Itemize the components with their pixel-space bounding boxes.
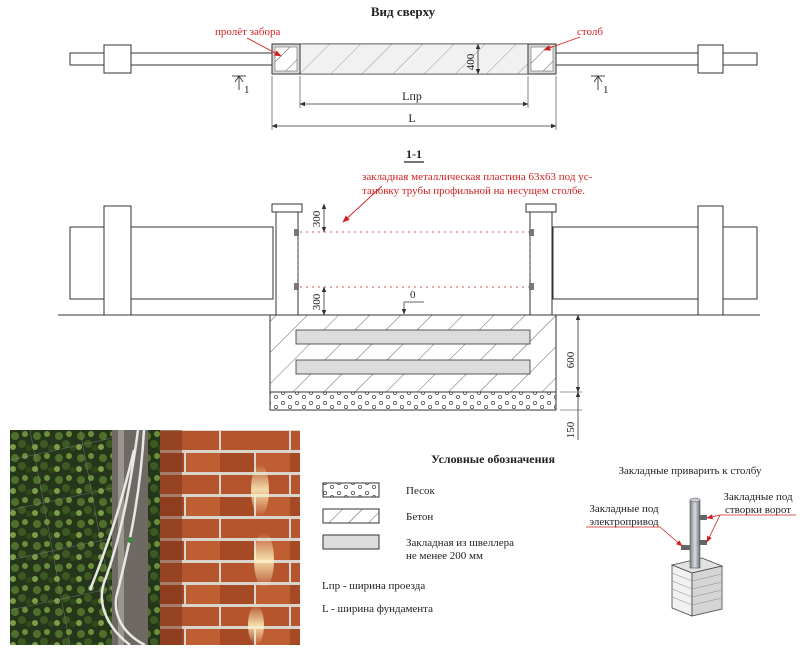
post-label-leader <box>543 36 581 51</box>
top-view: Вид сверху 400 Lпр L <box>69 4 758 130</box>
span-label: пролёт забора <box>215 26 280 38</box>
steel-post <box>689 499 701 569</box>
legend-channel-label2: не менее 200 мм <box>406 550 483 562</box>
legend-concrete-label: Бетон <box>406 511 433 523</box>
post-label: столб <box>577 26 603 38</box>
left-fence-elevation <box>69 205 274 316</box>
legend-channel-swatch <box>322 534 380 550</box>
embed-plate-right-bottom <box>529 283 534 290</box>
motor-embed-leader <box>659 526 683 547</box>
motor-embed-label-1: Закладные под <box>589 503 659 515</box>
section-mark-left-label: 1 <box>244 84 250 96</box>
photo-cable-clip <box>127 537 133 543</box>
span-label-leader <box>246 37 282 57</box>
gate-embed-leader-lower <box>706 514 721 543</box>
plate-note-line1: закладная металлическая пластина 63х63 п… <box>362 171 593 183</box>
top-foundation-shade <box>300 44 528 74</box>
dim-lpr-label: Lпр <box>402 89 422 103</box>
dim-l-label: L <box>408 111 415 125</box>
gate-embed-label-2: створки ворот <box>725 504 791 516</box>
legend-l-definition: L - ширина фундамента <box>322 603 433 615</box>
photo-cables <box>88 430 146 645</box>
section-view: 1-1 закладная металлическая пластина 63х… <box>58 147 760 440</box>
level-zero-label: 0 <box>410 289 416 301</box>
photo-light-glow-middle <box>254 532 274 588</box>
left-fence-span <box>69 44 273 74</box>
dim-150-label: 150 <box>565 421 577 438</box>
embed-motor <box>681 545 690 550</box>
steel-post-top <box>689 497 701 503</box>
embed-gate-lower <box>699 540 707 545</box>
top-post-right-hatch <box>530 46 554 72</box>
foundation-concrete <box>269 314 557 393</box>
channel-embed-upper <box>295 329 531 345</box>
legend-channel-label: Закладная из швеллера <box>406 537 514 549</box>
legend-title: Условные обозначения <box>431 452 555 466</box>
dim-400-label: 400 <box>465 53 477 70</box>
section-title: 1-1 <box>406 147 422 161</box>
gate-post-right <box>525 203 557 316</box>
post-detail-title: Закладные приварить к столбу <box>619 465 762 477</box>
top-foundation <box>299 43 529 75</box>
legend-sand-label: Песок <box>406 485 435 497</box>
top-view-title: Вид сверху <box>371 4 436 19</box>
dim-300-bottom-label: 300 <box>311 293 323 310</box>
embed-plate-left-top <box>294 229 299 236</box>
right-fence-elevation <box>552 205 758 316</box>
gate-post-left <box>271 203 303 316</box>
dim-300-top-label: 300 <box>311 210 323 227</box>
legend: Условные обозначения Песок Бетон Закладн… <box>322 452 555 615</box>
embed-gate-upper <box>699 515 707 520</box>
section-mark-right-label: 1 <box>603 84 609 96</box>
embed-plate-left-bottom <box>294 283 299 290</box>
section-mark-left <box>232 75 246 90</box>
legend-concrete-swatch <box>322 508 380 524</box>
dim-600-label: 600 <box>565 351 577 368</box>
section-mark-right <box>591 75 605 90</box>
top-post-left-hatch <box>274 46 298 72</box>
photo-metal-post-highlight <box>118 430 124 645</box>
photo-brick-pillar <box>160 430 300 645</box>
channel-embed-lower <box>295 359 531 375</box>
brick-pillar-photo <box>10 430 300 645</box>
right-fence-span <box>555 44 758 74</box>
photo-light-glow-upper <box>251 464 269 516</box>
sand-layer <box>269 391 557 411</box>
plate-note-line2: тановку трубы профильной на несущем стол… <box>362 185 585 197</box>
post-detail: Закладные приварить к столбу Закладные п… <box>586 465 796 617</box>
legend-lpr-definition: Lпр - ширина проезда <box>322 580 425 592</box>
gate-embed-label-1: Закладные под <box>723 491 793 503</box>
legend-sand-swatch <box>322 482 380 498</box>
photo-brick-shadow <box>160 430 182 645</box>
embed-plate-right-top <box>529 229 534 236</box>
motor-embed-label-2: электропривод <box>589 516 659 528</box>
gate-embed-leader-upper <box>706 514 721 520</box>
photo-light-glow-lower <box>248 605 264 645</box>
plate-note-leader <box>342 185 383 223</box>
brick-pillar-photo-drawing <box>10 430 300 645</box>
